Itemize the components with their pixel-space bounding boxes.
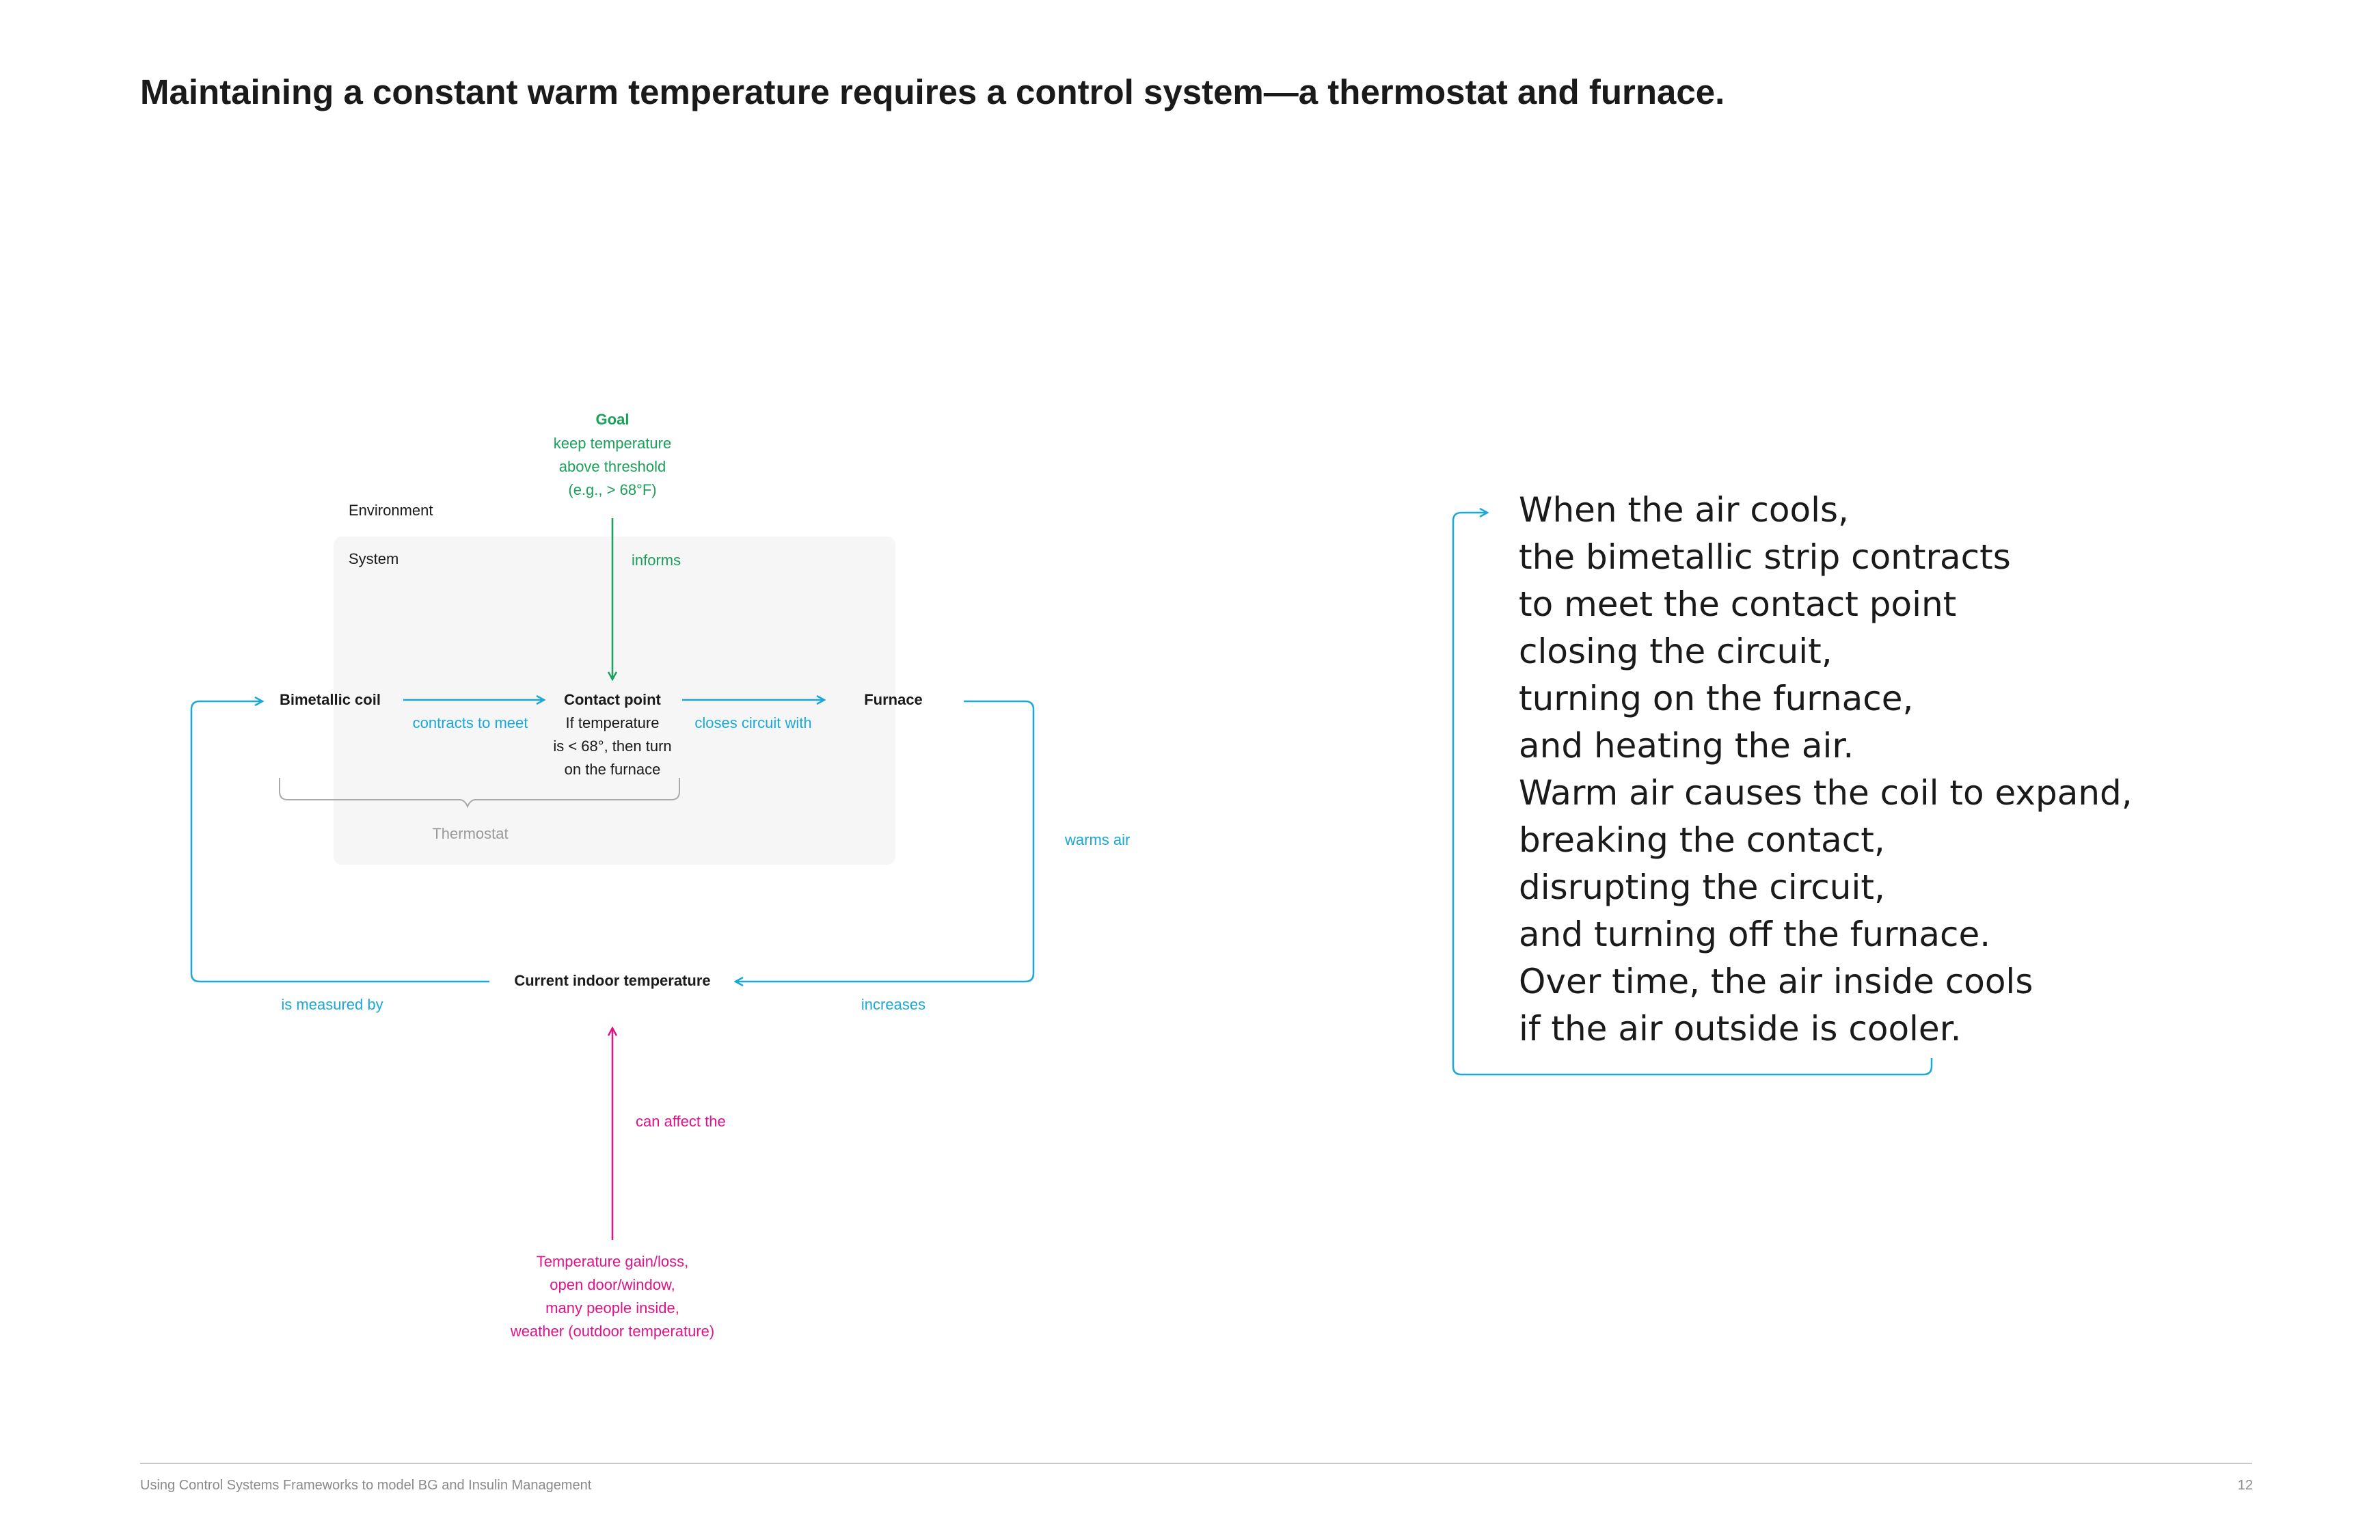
contact-point-line: is < 68°, then turn xyxy=(553,738,671,755)
informs-label: informs xyxy=(632,552,681,569)
disturbances-block: Temperature gain/loss, open door/window,… xyxy=(510,1253,714,1340)
warms-air-label: warms air xyxy=(1064,831,1130,848)
system-boundary xyxy=(334,537,895,865)
contact-point-line: If temperature xyxy=(566,714,660,731)
bimetallic-coil-node: Bimetallic coil xyxy=(280,691,381,708)
narrative-text: When the air cools, the bimetallic strip… xyxy=(1519,487,2271,1053)
system-label: System xyxy=(349,550,398,567)
goal-block: Goal keep temperature above threshold (e… xyxy=(554,411,671,498)
is-measured-by-label: is measured by xyxy=(281,996,383,1013)
page-number: 12 xyxy=(2237,1478,2253,1493)
narrative-line: breaking the contact, xyxy=(1519,820,1885,860)
narrative-line: turning on the furnace, xyxy=(1519,679,1914,718)
disturbance-line: many people inside, xyxy=(545,1299,679,1316)
warms-air-arrow xyxy=(735,700,1035,982)
narrative-line: and turning off the furnace. xyxy=(1519,915,1991,954)
narrative-line: and heating the air. xyxy=(1519,726,1854,766)
disturbance-line: open door/window, xyxy=(550,1276,675,1293)
thermostat-brace xyxy=(279,778,680,809)
narrative-line: closing the circuit, xyxy=(1519,632,1833,671)
contact-point-line: on the furnace xyxy=(565,761,661,778)
can-affect-the-label: can affect the xyxy=(636,1113,726,1130)
furnace-node: Furnace xyxy=(864,691,923,708)
goal-line: (e.g., > 68°F) xyxy=(568,481,656,498)
disturbance-line: Temperature gain/loss, xyxy=(537,1253,689,1270)
is-measured-by-arrow xyxy=(190,701,489,983)
goal-title: Goal xyxy=(596,411,630,428)
environment-label: Environment xyxy=(349,502,433,519)
narrative-loop-arrow xyxy=(1452,513,1933,1076)
contracts-to-meet-label: contracts to meet xyxy=(413,714,528,731)
page-title: Maintaining a constant warm temperature … xyxy=(140,72,1725,111)
footer-title: Using Control Systems Frameworks to mode… xyxy=(140,1478,592,1493)
thermostat-label: Thermostat xyxy=(432,825,508,842)
goal-line: above threshold xyxy=(559,458,666,475)
narrative-line: When the air cools, xyxy=(1519,490,1849,530)
narrative-line: Over time, the air inside cools xyxy=(1519,962,2033,1001)
contact-point-title: Contact point xyxy=(564,691,661,708)
footer-divider xyxy=(140,1463,2252,1464)
narrative-line: the bimetallic strip contracts xyxy=(1519,537,2011,577)
narrative-line: Warm air causes the coil to expand, xyxy=(1519,773,2133,813)
narrative-line: disrupting the circuit, xyxy=(1519,867,1885,907)
goal-line: keep temperature xyxy=(554,435,671,452)
contact-point-node: Contact point If temperature is < 68°, t… xyxy=(553,691,671,778)
narrative-line: to meet the contact point xyxy=(1519,584,1957,624)
disturbance-line: weather (outdoor temperature) xyxy=(510,1323,714,1340)
increases-label: increases xyxy=(861,996,925,1013)
narrative-line: if the air outside is cooler. xyxy=(1519,1009,1962,1049)
current-indoor-temperature-node: Current indoor temperature xyxy=(514,972,710,989)
closes-circuit-with-label: closes circuit with xyxy=(694,714,811,731)
